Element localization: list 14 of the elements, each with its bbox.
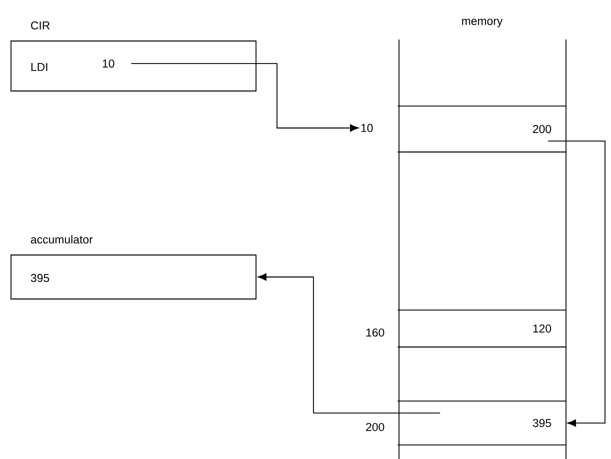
register-label: CIR [31, 21, 50, 30]
memory-cell: 395 [398, 400, 566, 446]
memory-cell: 120 [398, 310, 566, 348]
memory-cell: 200 [398, 106, 566, 152]
register-box: 395 [10, 254, 256, 300]
arrow [130, 63, 359, 132]
register-label: accumulator [30, 235, 93, 244]
value-label: 10 [102, 60, 114, 68]
address-label: 200 [366, 422, 384, 432]
address-label: 160 [366, 328, 384, 337]
value-label: 10 [361, 124, 373, 132]
arrow [258, 273, 441, 414]
memory-label: memory [462, 18, 503, 28]
arrow [548, 140, 606, 427]
